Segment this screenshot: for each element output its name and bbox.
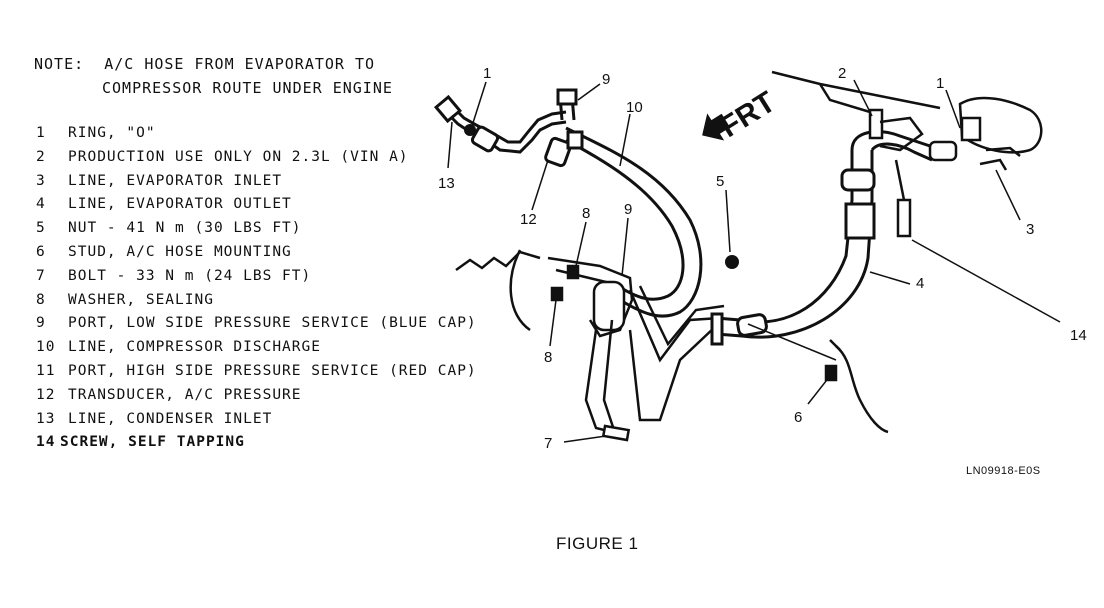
legend-text: TRANSDUCER, A/C PRESSURE [68,386,302,403]
legend-number: 1 [36,125,46,141]
nut-5-icon [725,255,739,269]
legend-item: 2 PRODUCTION USE ONLY ON 2.3L (VIN A) [36,146,477,170]
callout-2: 2 [838,65,846,82]
legend-item: 9 PORT, LOW SIDE PRESSURE SERVICE (BLUE C… [36,312,477,336]
o-ring-left-icon [464,124,476,136]
legend-number: 13 [36,410,56,427]
legend-text: PORT, HIGH SIDE PRESSURE SERVICE (RED CA… [68,362,477,379]
drawing-code: LN09918-E0S [966,465,1041,477]
legend-number: 8 [36,291,46,308]
legend-number: 14 [36,434,56,451]
note-line-2: COMPRESSOR ROUTE UNDER ENGINE [102,79,393,97]
legend-text: PORT, LOW SIDE PRESSURE SERVICE (BLUE CA… [68,315,477,332]
callout-4: 4 [916,275,924,292]
callout-5: 5 [716,173,724,190]
callout-8-bottom: 8 [544,349,552,366]
legend-number: 7 [36,267,46,284]
legend-item: 12 TRANSDUCER, A/C PRESSURE [36,384,477,408]
note-line-1: NOTE: A/C HOSE FROM EVAPORATOR TO [34,55,376,73]
frt-label: FRT [714,85,781,144]
callout-3: 3 [1026,221,1034,238]
callout-14: 14 [1070,327,1087,344]
legend-item: 8 WASHER, SEALING [36,289,477,313]
compressor-manifold [455,249,725,442]
legend-item: 4 LINE, EVAPORATOR OUTLET [36,193,477,217]
legend-item: 5 NUT - 41 N m (30 LBS FT) [36,217,477,241]
condenser-inlet-line [433,94,567,154]
callout-9-mid: 9 [624,201,632,218]
legend-text: PRODUCTION USE ONLY ON 2.3L (VIN A) [68,148,409,165]
legend-text: STUD, A/C HOSE MOUNTING [68,243,292,260]
legend-text: BOLT - 33 N m (24 LBS FT) [68,267,312,284]
callout-10: 10 [626,99,643,116]
figure-caption: FIGURE 1 [556,534,639,553]
legend-item: 10 LINE, COMPRESSOR DISCHARGE [36,336,477,360]
legend-number: 11 [36,362,56,379]
legend-text: LINE, EVAPORATOR OUTLET [68,196,292,213]
callout-9-top: 9 [602,71,610,88]
legend-text: LINE, EVAPORATOR INLET [68,172,283,189]
compressor-discharge-line [544,88,703,318]
legend-item: 7 BOLT - 33 N m (24 LBS FT) [36,265,477,289]
callout-12: 12 [520,211,537,228]
legend-text: LINE, COMPRESSOR DISCHARGE [68,339,321,356]
callout-6: 6 [794,409,802,426]
legend-number: 10 [36,339,56,356]
callout-numbers: 1 9 10 13 12 5 8 9 8 7 2 1 3 4 14 6 [438,65,1087,452]
legend-text: SCREW, SELF TAPPING [60,434,245,451]
front-direction-arrow: FRT [702,85,781,144]
legend-text: RING, "O" [68,125,156,141]
parts-legend: 1 RING, "O" 2 PRODUCTION USE ONLY ON 2.3L … [36,122,477,455]
legend-number: 5 [36,220,46,237]
note: NOTE: A/C HOSE FROM EVAPORATOR TO COMPRE… [34,52,393,100]
legend-item: 6 STUD, A/C HOSE MOUNTING [36,241,477,265]
legend-item: 1 RING, "O" [36,122,477,146]
leader-lines [447,79,1061,443]
legend-item: 3 LINE, EVAPORATOR INLET [36,170,477,194]
legend-text: LINE, CONDENSER INLET [68,410,273,427]
callout-1-left: 1 [483,65,491,82]
legend-text: WASHER, SEALING [68,291,214,308]
legend-number: 4 [36,196,46,213]
legend-number: 9 [36,315,46,332]
evaporator-block [771,70,1043,238]
legend-number: 12 [36,386,56,403]
evaporator-outlet-line [710,130,933,346]
legend-number: 6 [36,243,46,260]
callout-8-top: 8 [582,205,590,222]
legend-item: 11 PORT, HIGH SIDE PRESSURE SERVICE (RED … [36,360,477,384]
callout-13: 13 [438,175,455,192]
legend-text: NUT - 41 N m (30 LBS FT) [68,220,302,237]
stud-bracket [824,339,889,434]
legend-item: 13 LINE, CONDENSER INLET [36,408,477,432]
legend-number: 3 [36,172,46,189]
callout-1-right: 1 [936,75,944,92]
legend-number: 2 [36,148,46,165]
callout-7: 7 [544,435,552,452]
